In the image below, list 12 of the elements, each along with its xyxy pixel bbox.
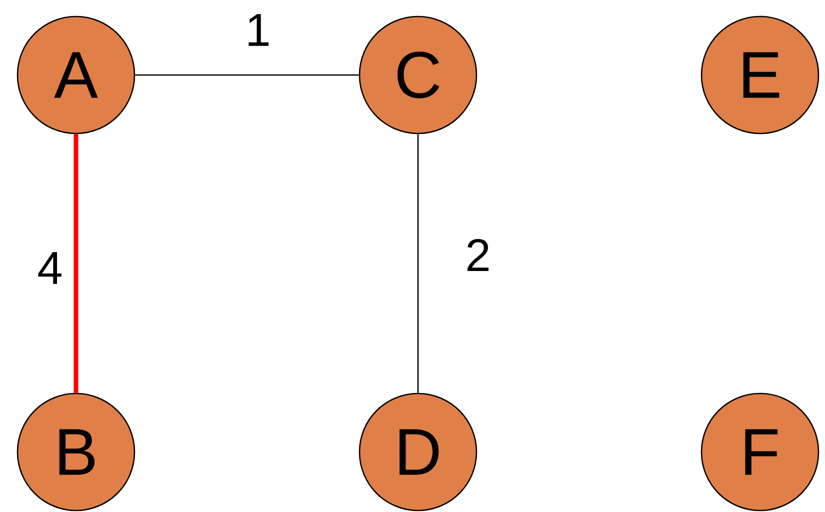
- edge-line: [135, 74, 359, 76]
- circle-node: A: [16, 16, 136, 134]
- edge-label: 2: [464, 238, 492, 272]
- edge-line: [417, 134, 419, 393]
- circle-node: E: [700, 16, 820, 134]
- edge-label: 4: [36, 251, 64, 285]
- edge-line: [74, 134, 78, 393]
- circle-node: D: [358, 392, 478, 512]
- circle-node: F: [700, 392, 820, 512]
- circle-node: C: [358, 16, 478, 134]
- circle-node: B: [16, 392, 136, 512]
- edge-label: 1: [244, 13, 272, 47]
